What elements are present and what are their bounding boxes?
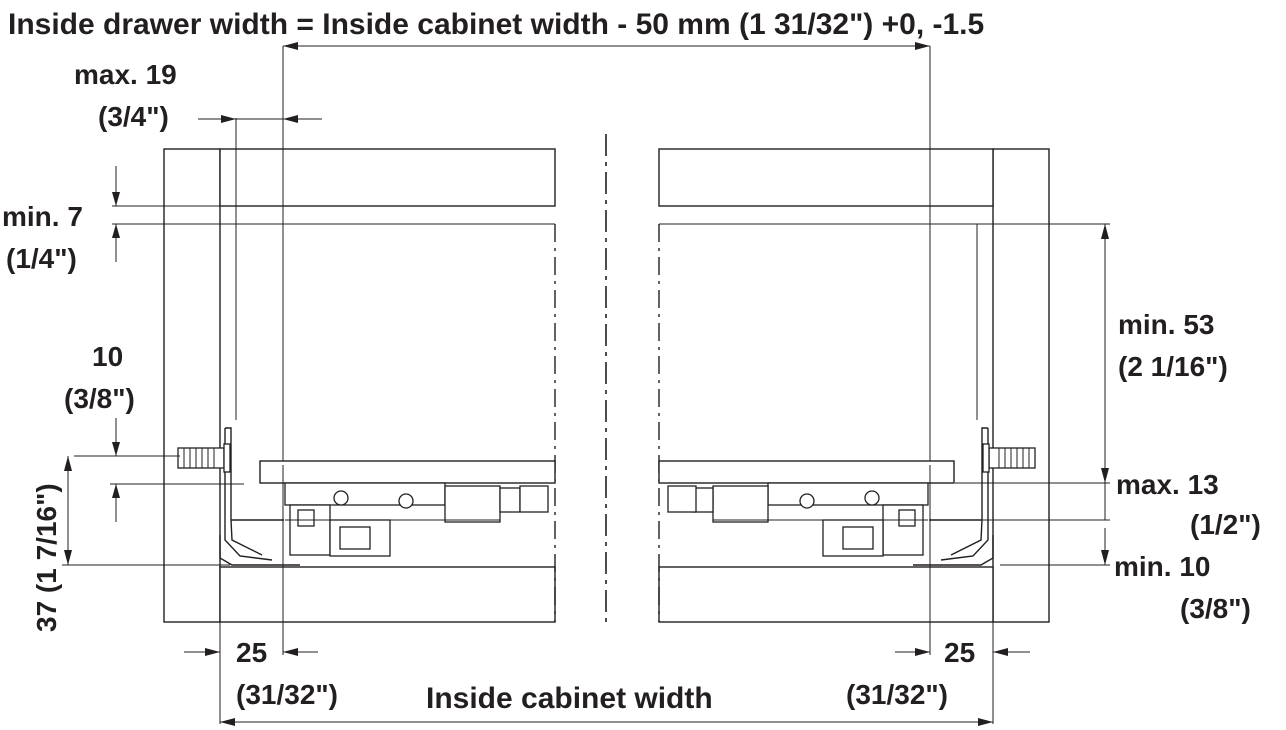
- label-thirty-seven: 37 (1 7/16"): [31, 483, 62, 632]
- right-bracket: [929, 427, 989, 561]
- left-screw: [177, 443, 231, 473]
- label-min53: min. 53: [1118, 309, 1214, 340]
- label-left25: 25: [236, 637, 267, 668]
- left-runner-slide: [284, 482, 549, 557]
- label-left25-in: (31/32"): [236, 679, 338, 710]
- left-cabinet-assembly: [163, 46, 556, 623]
- left-cabinet-side-panel: [163, 148, 221, 623]
- max13-min10-dimension: [940, 483, 1110, 566]
- right-runner-slide: [667, 482, 929, 557]
- inside-drawer-width-dimension: [283, 42, 930, 50]
- inside-cabinet-width-dimension: [220, 718, 993, 726]
- ten-dimension: [74, 418, 244, 522]
- label-min10: min. 10: [1114, 551, 1210, 582]
- right-drawer-front-lower: [658, 566, 994, 623]
- diagram-title: Inside drawer width = Inside cabinet wid…: [8, 8, 984, 41]
- label-min7: min. 7: [2, 201, 83, 232]
- right-drawer-bottom: [658, 460, 955, 484]
- label-inside-cabinet-width: Inside cabinet width: [426, 682, 713, 715]
- label-min53-in: (2 1/16"): [1118, 351, 1228, 382]
- label-max19-in: (3/4"): [98, 101, 169, 132]
- max19-dimension: [198, 115, 322, 123]
- label-max13: max. 13: [1116, 469, 1219, 500]
- left-drawer-bottom: [259, 460, 556, 484]
- right-screw: [982, 443, 1036, 473]
- right-cabinet-assembly: [658, 46, 1050, 623]
- min7-dimension: [112, 166, 220, 262]
- right-drawer-front-upper: [658, 148, 994, 207]
- label-right25-in: (31/32"): [846, 679, 948, 710]
- label-min7-in: (1/4"): [6, 243, 77, 274]
- left25-dimension: [184, 465, 318, 724]
- label-max13-in: (1/2"): [1190, 509, 1261, 540]
- label-right25: 25: [944, 637, 975, 668]
- label-ten: 10: [92, 341, 123, 372]
- min53-dimension: [955, 223, 1110, 484]
- left-drawer-front-upper: [219, 148, 556, 207]
- left-drawer-front-lower: [219, 566, 556, 623]
- right25-dimension: [895, 465, 1030, 724]
- label-max19: max. 19: [74, 59, 177, 90]
- label-min10-in: (3/8"): [1180, 593, 1251, 624]
- left-bracket: [224, 427, 284, 561]
- right-cabinet-side-panel: [992, 148, 1050, 623]
- label-ten-in: (3/8"): [64, 383, 135, 414]
- thirty-seven-dimension: [62, 456, 230, 566]
